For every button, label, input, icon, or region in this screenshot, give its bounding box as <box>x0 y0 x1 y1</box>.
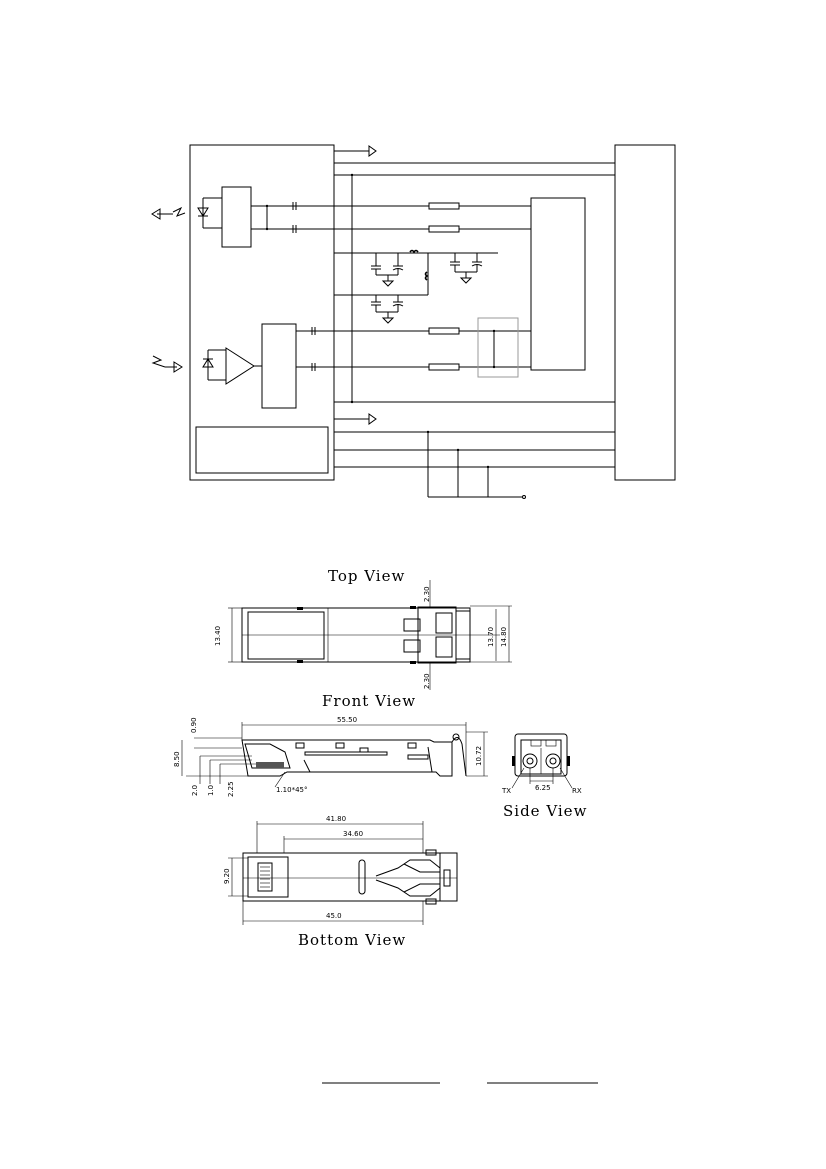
dim-top-14-80: 14.80 <box>500 627 508 647</box>
dim-front-8-50: 8.50 <box>173 751 181 767</box>
front-view-drawing <box>181 722 488 788</box>
eeprom-box <box>195 426 329 474</box>
ic-box <box>530 197 586 371</box>
top-view-drawing <box>228 580 512 690</box>
top-view-title: Top View <box>328 567 405 585</box>
dim-front-0-90: 0.90 <box>190 717 198 733</box>
bottom-view-drawing <box>228 821 458 925</box>
dim-top-2-30-b: 2.30 <box>423 673 431 689</box>
dim-front-chamfer: 1.10*45° <box>276 786 308 794</box>
dim-top-13-40: 13.40 <box>214 626 222 646</box>
schematic-diagram <box>151 144 676 499</box>
dim-front-55-50: 55.50 <box>337 716 357 724</box>
dim-bottom-9-20: 9.20 <box>223 868 231 884</box>
side-view-drawing <box>511 733 573 789</box>
side-view-title: Side View <box>503 802 587 820</box>
dim-top-2-30-a: 2.30 <box>423 586 431 602</box>
side-tx-label: TX <box>501 787 511 795</box>
dim-bottom-41-80: 41.80 <box>326 815 346 823</box>
front-view-title: Front View <box>322 692 416 710</box>
side-rx-label: RX <box>572 787 582 795</box>
dim-bottom-34-60: 34.60 <box>343 830 363 838</box>
dim-top-13-70: 13.70 <box>487 627 495 647</box>
dim-front-10-72: 10.72 <box>475 746 483 766</box>
laser-driver-box <box>221 186 252 248</box>
dim-front-2-25: 2.25 <box>227 781 235 797</box>
dim-front-1-0: 1.0 <box>207 785 215 796</box>
host-connector-box <box>614 144 676 481</box>
dim-side-6-25: 6.25 <box>535 784 551 792</box>
dim-front-2-0: 2.0 <box>191 785 199 796</box>
module-box <box>189 144 335 481</box>
postamp-box <box>261 323 297 409</box>
bottom-view-title: Bottom View <box>298 931 406 949</box>
dim-bottom-45-0: 45.0 <box>326 912 342 920</box>
